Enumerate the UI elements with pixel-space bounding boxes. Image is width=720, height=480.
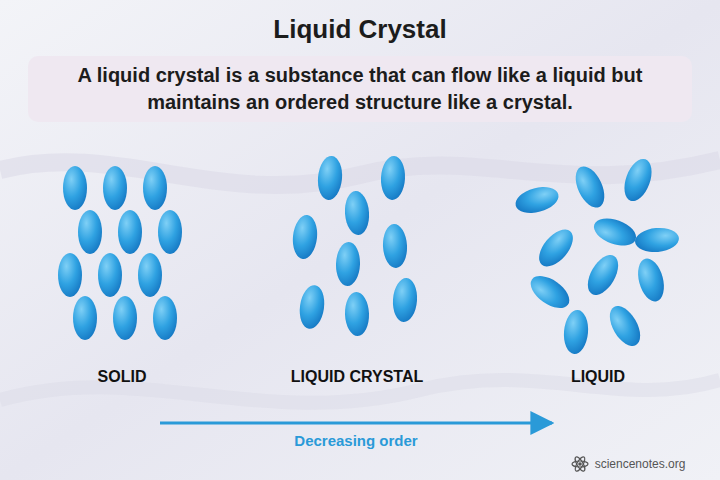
molecule: [380, 155, 406, 200]
molecule: [533, 223, 580, 272]
molecule: [73, 296, 97, 340]
molecule: [582, 250, 625, 300]
atom-icon: [572, 456, 588, 473]
molecule: [335, 242, 361, 287]
title: Liquid Crystal: [273, 14, 446, 45]
molecule: [78, 210, 102, 254]
molecule: [143, 166, 167, 210]
molecule: [562, 309, 590, 355]
watermark: sciencenotes.org: [595, 457, 686, 471]
molecule: [118, 210, 142, 254]
molecule: [98, 253, 122, 297]
molecule: [634, 226, 680, 254]
molecule: [153, 296, 177, 340]
molecule: [634, 256, 669, 305]
order-arrow: [160, 422, 552, 425]
definition-band: A liquid crystal is a substance that can…: [28, 56, 692, 122]
state-label: LIQUID CRYSTAL: [291, 368, 423, 386]
molecule: [113, 296, 137, 340]
molecule: [513, 183, 562, 218]
molecule: [316, 155, 344, 201]
molecule: [604, 301, 647, 351]
molecule: [570, 162, 610, 212]
molecule: [391, 277, 418, 323]
molecule: [291, 214, 319, 260]
molecule: [344, 292, 370, 337]
molecule: [158, 210, 182, 254]
molecule: [297, 284, 327, 331]
arrow-label: Decreasing order: [294, 432, 417, 449]
molecule: [619, 155, 657, 205]
molecule: [138, 253, 162, 297]
molecule: [103, 166, 127, 210]
molecule: [590, 213, 640, 251]
molecule: [63, 166, 87, 210]
molecule: [58, 253, 82, 297]
molecule-group: [58, 155, 680, 355]
definition-text: A liquid crystal is a substance that can…: [42, 62, 678, 116]
molecule: [525, 270, 575, 315]
state-label: SOLID: [98, 368, 147, 386]
state-label: LIQUID: [571, 368, 625, 386]
molecule: [343, 190, 370, 236]
molecule: [382, 223, 408, 268]
